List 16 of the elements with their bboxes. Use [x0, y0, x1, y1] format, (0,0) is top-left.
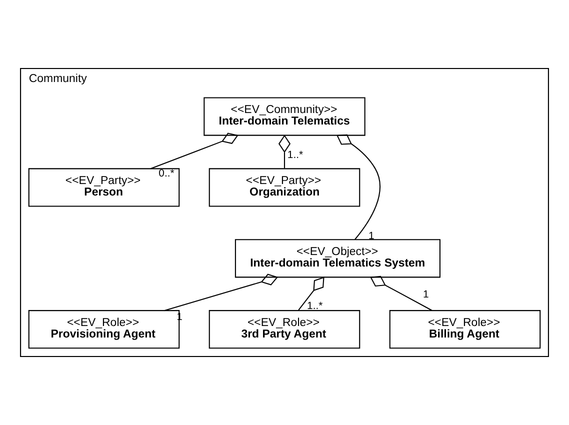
edge-label: 1 — [423, 290, 429, 301]
connector — [278, 134, 291, 168]
edge-label: 1..* — [287, 150, 304, 162]
edge-label: 1 — [368, 230, 374, 242]
node-box: <<EV_Object>> Inter-domain Telematics System — [234, 239, 440, 278]
connector — [370, 276, 432, 311]
node-box: <<EV_Role>> 3rd Party Agent — [208, 310, 360, 349]
node-box: <<EV_Party>> Organization — [208, 168, 360, 207]
connector — [336, 134, 381, 240]
edge-label: 0..* — [158, 168, 174, 180]
node-box: <<EV_Role>> Billing Agent — [389, 310, 541, 349]
connector — [298, 276, 324, 310]
connector — [164, 274, 278, 312]
node-box: <<EV_Community>> Inter-domain Telematics — [204, 97, 366, 136]
edge-label: 1..* — [307, 301, 323, 312]
connector — [150, 132, 238, 170]
